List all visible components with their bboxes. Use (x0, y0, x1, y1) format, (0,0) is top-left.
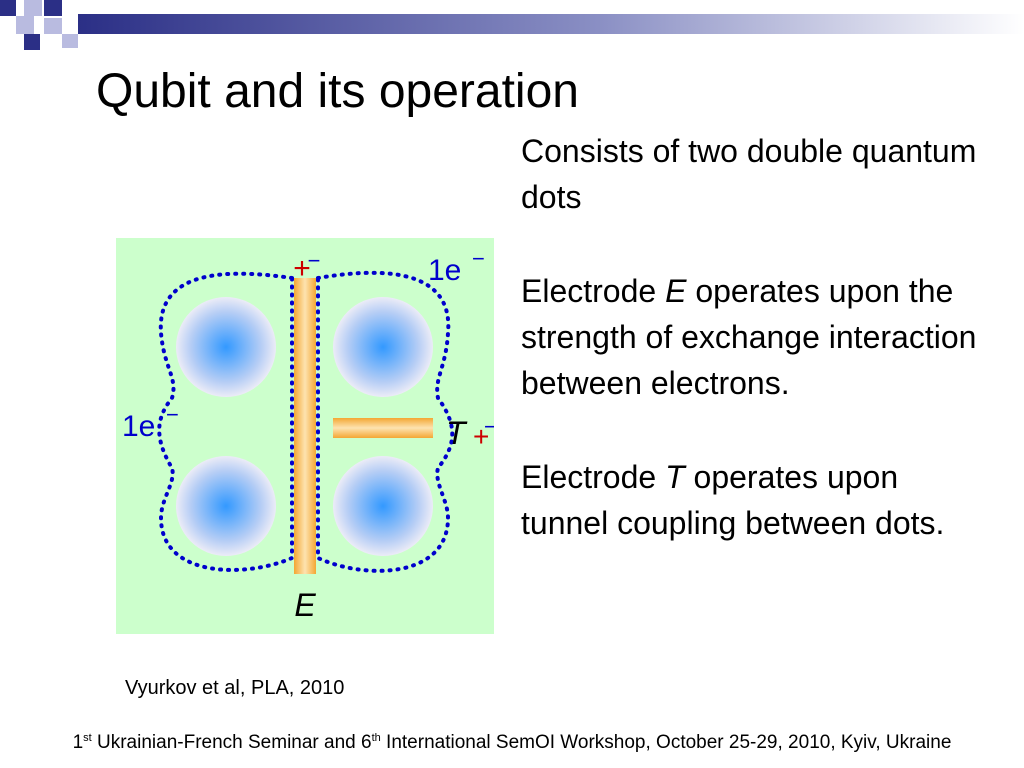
slide-title: Qubit and its operation (96, 65, 579, 118)
electrode-t-bar (333, 418, 433, 438)
electron-label-top-right: 1e (428, 254, 461, 287)
electron-label-left: 1e (122, 410, 155, 443)
electron-label-left-sup: − (166, 402, 179, 427)
electrode-t-label-fig: T (446, 415, 468, 451)
citation: Vyurkov et al, PLA, 2010 (125, 677, 345, 699)
quantum-dot-top-left (176, 297, 276, 397)
deco-square-6 (62, 34, 78, 48)
left-electron-outline (157, 271, 294, 572)
electrode-t-label: T (665, 459, 685, 495)
footer: 1st Ukrainian-French Seminar and 6th Int… (72, 732, 952, 753)
electrode-e-bar (294, 278, 316, 574)
electrode-e-label-fig: E (294, 587, 316, 623)
deco-square-4 (44, 0, 62, 16)
minus-sign-top: − (308, 248, 321, 273)
header-decoration (0, 0, 1024, 50)
quantum-dot-bottom-left (176, 456, 276, 556)
deco-square-5 (44, 18, 62, 34)
quantum-dot-top-right (333, 297, 433, 397)
minus-sign-right: − (484, 414, 494, 439)
bullet-list: Consists of two double quantum dots Elec… (521, 128, 991, 546)
deco-square-3 (16, 16, 34, 34)
plus-sign-right: + (473, 421, 489, 452)
quantum-dot-bottom-right (333, 456, 433, 556)
deco-square-1 (0, 0, 16, 16)
bullet-2: Electrode E operates upon the strength o… (521, 273, 977, 401)
double-quantum-dot-figure: + − 1e − 1e − T + − E (116, 238, 494, 634)
deco-square-7 (24, 34, 40, 50)
deco-square-2 (24, 0, 42, 16)
electrode-e-label: E (665, 273, 687, 309)
plus-sign-top: + (293, 252, 311, 285)
deco-gradient-bar (78, 14, 1024, 34)
bullet-1: Consists of two double quantum dots (521, 133, 977, 215)
bullet-3: Electrode T operates upon tunnel couplin… (521, 459, 945, 541)
electron-label-top-right-sup: − (472, 246, 485, 271)
